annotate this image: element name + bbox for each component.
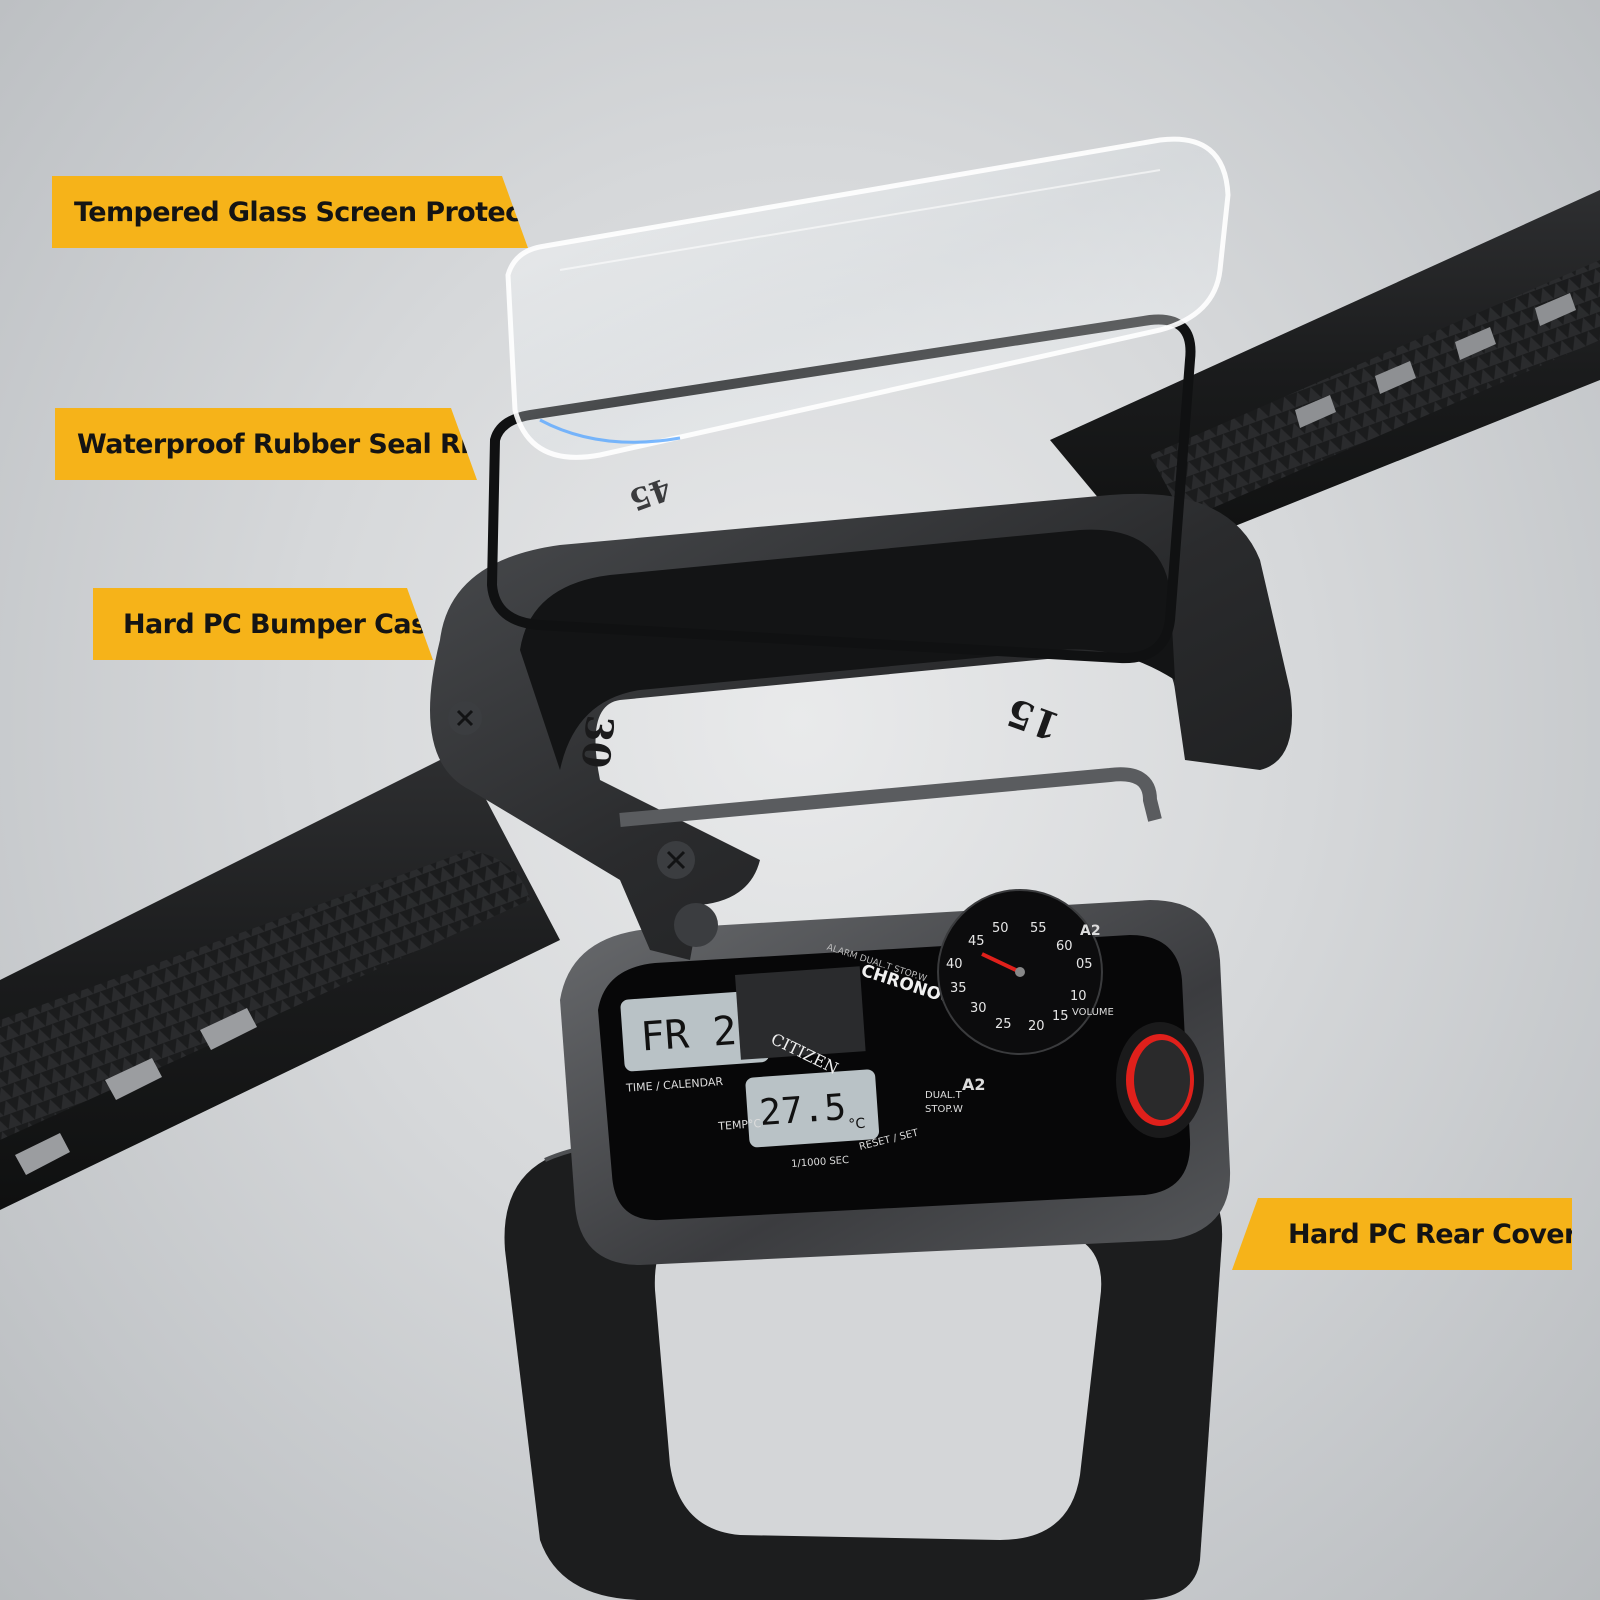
temp-window — [745, 1069, 880, 1148]
model-top: A2 — [1080, 923, 1101, 939]
dial-number-40: 40 — [946, 957, 963, 972]
strap-left — [0, 750, 560, 1210]
temp-unit: °C — [848, 1116, 866, 1133]
svg-text:30: 30 — [573, 713, 623, 770]
dial-number-25: 25 — [995, 1017, 1012, 1032]
svg-text:45: 45 — [624, 470, 675, 517]
dial — [937, 889, 1103, 1055]
model-bottom: A2 — [962, 1075, 986, 1094]
strap-right — [1050, 190, 1600, 560]
callout-seal-ring-label: Waterproof Rubber Seal Ring — [77, 428, 507, 460]
label-dual-t: DUAL.T — [925, 1090, 963, 1101]
dial-number-15: 15 — [1052, 1009, 1069, 1024]
day-window — [620, 990, 770, 1072]
bezel-number-back: 45 — [624, 470, 675, 517]
callout-bumper-case-label: Hard PC Bumper Case — [123, 608, 445, 640]
temp-text: 27.5 — [758, 1087, 847, 1134]
dial-number-55: 55 — [1030, 921, 1047, 936]
callout-seal-ring: Waterproof Rubber Seal Ring — [55, 408, 477, 480]
bumper-case: 30 15 45 — [430, 470, 1292, 960]
dial-number-60: 60 — [1056, 939, 1073, 954]
dial-number-45: 45 — [968, 934, 985, 949]
crown-icon — [1116, 1022, 1204, 1138]
bezel-number-left: 30 — [573, 713, 623, 770]
label-stop-w: STOP.W — [925, 1104, 963, 1115]
callout-bumper-case: Hard PC Bumper Case — [93, 588, 433, 660]
label-temp: TEMP°C — [717, 1117, 762, 1133]
callout-tempered-glass: Tempered Glass Screen Protector — [52, 176, 528, 248]
dial-number-50: 50 — [992, 921, 1009, 936]
callout-tempered-glass-label: Tempered Glass Screen Protector — [74, 196, 564, 228]
label-sec: 1/1000 SEC — [791, 1155, 850, 1170]
label-volume: VOLUME — [1072, 1007, 1114, 1018]
callout-rear-cover: Hard PC Rear Cover — [1232, 1198, 1572, 1270]
tempered-glass — [505, 136, 1231, 460]
dial-number-35: 35 — [950, 981, 967, 996]
dial-number-20: 20 — [1028, 1019, 1045, 1034]
dial-number-10: 10 — [1070, 989, 1087, 1004]
dial-number-05: 05 — [1076, 957, 1093, 972]
callout-rear-cover-label: Hard PC Rear Cover — [1288, 1218, 1577, 1250]
dial-number-30: 30 — [970, 1001, 987, 1016]
